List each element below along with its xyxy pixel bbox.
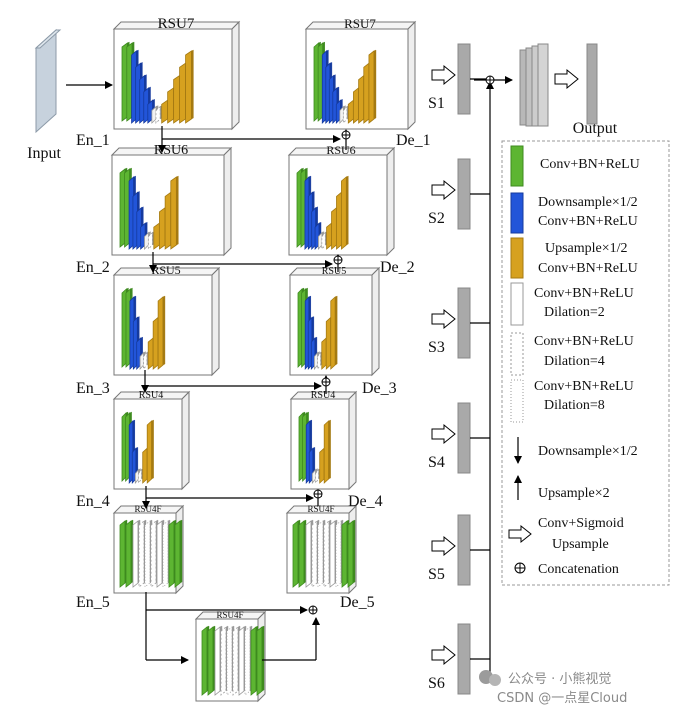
decoder-label-4: De_4 [348,493,383,510]
concat-markers [308,130,351,615]
side-output-label: S2 [428,210,445,227]
side-output-4: S4 [428,402,490,474]
legend-dil4-a: Conv+BN+ReLU [534,334,634,349]
legend-concat-icon [514,562,526,574]
side-output-map [457,402,471,474]
encoder-label-3: En_3 [76,380,110,397]
input-label: Input [27,145,61,162]
encoder-label-2: En_2 [76,259,110,276]
legend-dil2-b: Dilation=2 [544,305,605,320]
side-output-label: S6 [428,675,445,692]
side-output-6: S6 [428,623,490,695]
sigmoid-arrow-icon [554,68,579,90]
legend-down-1: Downsample×1/2 [538,195,638,210]
legend-up-1: Upsample×1/2 [545,241,628,256]
side-sigmoid-arrow-icon [431,423,456,445]
legend-concat: Concatenation [538,562,619,577]
legend-sig-1: Conv+Sigmoid [538,516,624,531]
rsu-block-en2: RSU6 [110,143,233,257]
legend-dil2-a: Conv+BN+ReLU [534,286,634,301]
rsu-block-title: RSU4F [216,610,243,620]
legend-green-swatch [510,145,524,187]
skip-connections [141,126,350,664]
legend-up-2: Conv+BN+ReLU [538,261,638,276]
encoder-label-5: En_5 [76,594,110,611]
watermark-wechat: 公众号 · 小熊视觉 [508,671,611,687]
rsu-block-title: RSU6 [326,143,355,157]
side-output-map [457,623,471,695]
side-output-3: S3 [428,287,490,359]
rsu-block-en3: RSU5 [112,263,221,377]
legend-dil8-a: Conv+BN+ReLU [534,379,634,394]
encoder-label-4: En_4 [76,493,110,510]
rsu-block-title: RSU4F [307,504,334,514]
legend-uparrow: Upsample×2 [538,486,610,501]
rsu-block-en4: RSU4 [112,390,191,491]
side-sigmoid-arrow-icon [431,308,456,330]
fused-feature-stack [519,43,549,127]
side-sigmoid-arrow-icon [431,179,456,201]
rsu-block-title: RSU4F [134,504,161,514]
side-output-map [457,287,471,359]
side-output-2: S2 [428,158,490,230]
fusion-concat-marker [485,75,495,85]
rsu-block-title: RSU4 [311,390,335,401]
decoder-label-3: De_3 [362,380,397,397]
legend-dilation4-swatch [510,332,524,376]
legend-dil8-b: Dilation=8 [544,398,605,413]
fusion-lines [474,76,513,676]
side-sigmoid-arrow-icon [431,535,456,557]
decoder-label-5: De_5 [340,594,375,611]
rsu-block-de2: RSU6 [287,143,396,257]
watermark: 公众号 · 小熊视觉 CSDN @一点星Cloud [479,670,627,706]
rsu-block-en1: RSU7 [112,16,241,131]
side-output-label: S3 [428,339,445,356]
legend-blue-swatch [510,192,524,234]
rsu-block-title: RSU6 [154,143,188,158]
legend: Conv+BN+ReLU Downsample×1/2 Conv+BN+ReLU… [501,140,670,586]
side-sigmoid-arrow-icon [431,64,456,86]
rsu-block-de1: RSU7 [304,16,417,131]
legend-downarrow: Downsample×1/2 [538,444,638,459]
rsu-block-title: RSU7 [158,16,195,32]
input-image-icon [34,28,62,134]
rsu-block-title: RSU5 [322,266,346,277]
rsu-block-title: RSU7 [344,16,376,31]
rsu4f-block-de5: RSU4F [285,504,358,595]
legend-down-2: Conv+BN+ReLU [538,214,638,229]
rsu-block-de3: RSU5 [288,266,381,377]
legend-dilation8-swatch [510,379,524,423]
side-output-5: S5 [428,514,490,586]
legend-dil4-b: Dilation=4 [544,354,605,369]
side-output-1: S1 [428,43,490,115]
legend-sig-2: Upsample [552,537,609,552]
side-output-map [457,158,471,230]
side-output-map [457,514,471,586]
side-output-map [457,43,471,115]
encoder-label-1: En_1 [76,132,110,149]
legend-orange-swatch [510,237,524,279]
rsu4f-block-bottom: RSU4F [194,610,267,703]
decoder-label-2: De_2 [380,259,415,276]
legend-conv: Conv+BN+ReLU [540,157,640,172]
side-output-label: S4 [428,454,445,471]
output-label: Output [573,120,618,137]
rsu-block-title: RSU5 [151,263,180,277]
rsu-block-title: RSU4 [139,390,163,401]
rsu4f-block-en5: RSU4F [112,504,185,595]
decoder-label-1: De_1 [396,132,431,149]
rsu-block-de4: RSU4 [289,390,358,491]
watermark-csdn: CSDN @一点星Cloud [497,691,627,706]
side-output-label: S5 [428,566,445,583]
side-sigmoid-arrow-icon [431,644,456,666]
legend-sigmoid-arrow-icon [508,524,532,544]
side-output-label: S1 [428,95,445,112]
output-map [586,43,598,125]
legend-dilation2-swatch [510,282,524,326]
